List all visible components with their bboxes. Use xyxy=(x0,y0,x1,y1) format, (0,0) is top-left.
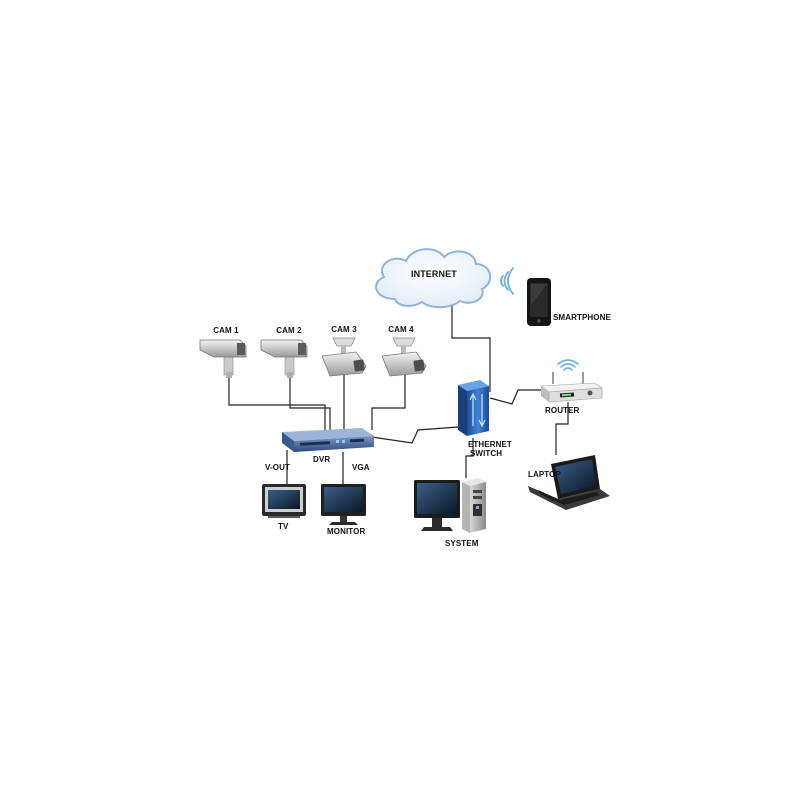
cam2-label: CAM 2 xyxy=(276,326,302,335)
cable-switch-system xyxy=(465,438,474,478)
smartphone-icon xyxy=(527,278,551,326)
cable-dvr-switch xyxy=(371,426,459,444)
smartphone-label: SMARTPHONE xyxy=(553,313,611,322)
monitor-icon xyxy=(321,484,366,525)
system-label: SYSTEM xyxy=(445,539,479,548)
ethernet-switch-label-line1: ETHERNET xyxy=(468,440,512,449)
ethernet-switch-label-line2: SWITCH xyxy=(470,449,503,458)
router-label: ROUTER xyxy=(545,406,580,415)
laptop-label: LAPTOP xyxy=(528,470,561,479)
desktop-system-icon xyxy=(414,478,486,533)
cam1-label: CAM 1 xyxy=(213,326,239,335)
cable-router-laptop xyxy=(555,402,569,455)
laptop-icon xyxy=(528,455,610,510)
cloud-icon xyxy=(375,248,492,309)
bullet-camera-icon xyxy=(199,339,247,378)
dvr-icon xyxy=(282,428,374,452)
internet-label: INTERNET xyxy=(411,269,457,279)
tv-label: TV xyxy=(278,522,289,531)
dome-camera-icon xyxy=(321,337,367,377)
vga-label: VGA xyxy=(352,463,370,472)
cable-switch-router xyxy=(489,389,542,405)
dome-camera-icon xyxy=(381,337,427,377)
v-out-label: V-OUT xyxy=(265,463,290,472)
wifi-icon xyxy=(557,359,579,371)
cables xyxy=(228,302,569,484)
wifi-icon xyxy=(500,267,514,295)
cable-cam2-dvr xyxy=(289,375,331,430)
cable-internet-switch xyxy=(451,302,491,392)
cam3-label: CAM 3 xyxy=(331,325,357,334)
ethernet-switch-icon xyxy=(458,380,489,436)
monitor-label: MONITOR xyxy=(327,527,366,536)
tv-icon xyxy=(262,484,306,518)
cable-cam1-dvr xyxy=(228,375,326,430)
cam4-label: CAM 4 xyxy=(388,325,414,334)
bullet-camera-icon xyxy=(260,339,308,378)
router-icon xyxy=(540,372,603,403)
dvr-label: DVR xyxy=(313,455,331,464)
cable-cam4-dvr xyxy=(371,372,406,430)
